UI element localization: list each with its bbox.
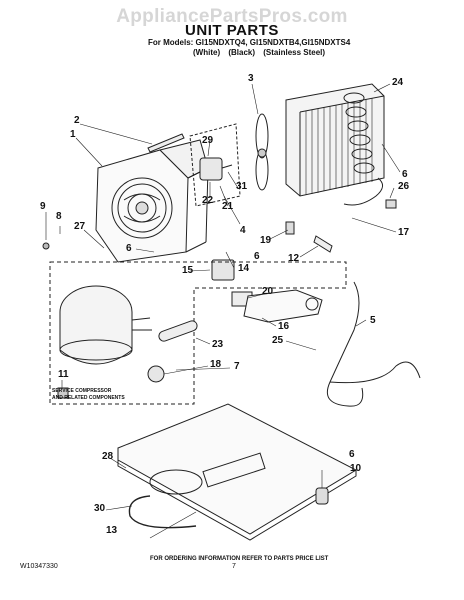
model-colors: (White) (Black) (Stainless Steel) (193, 48, 331, 57)
callout-6-shroud: 6 (126, 243, 132, 254)
callout-9: 9 (40, 201, 46, 212)
callout-25: 25 (272, 335, 284, 346)
plug-19 (285, 221, 295, 235)
callout-10: 10 (350, 463, 362, 474)
relay-15 (211, 259, 235, 281)
callout-8: 8 (56, 211, 62, 222)
callout-18: 18 (210, 359, 222, 370)
condenser-harness (343, 177, 383, 206)
grommet-11 (57, 387, 69, 399)
callout-27: 27 (74, 221, 86, 232)
washer-9 (42, 242, 50, 250)
color-white: (White) (193, 48, 221, 57)
box-label-line-2: AND RELATED COMPONENTS (52, 395, 125, 401)
box-label-line-1: SERVICE COMPRESSOR (52, 388, 112, 394)
callout-17: 17 (398, 227, 410, 238)
clip-10 (315, 487, 329, 505)
callout-6-base: 6 (349, 449, 355, 460)
ordering-note: FOR ORDERING INFORMATION REFER TO PARTS … (150, 556, 329, 562)
page-number: 7 (232, 563, 236, 570)
callout-24: 24 (392, 77, 404, 88)
condenser (285, 83, 385, 197)
fan-shroud (95, 139, 209, 263)
callout-2: 2 (74, 115, 80, 126)
service-compressor-box (49, 261, 347, 405)
overload-assembly (231, 289, 323, 323)
filter-drier (158, 320, 198, 342)
fan-motor-assembly (189, 123, 241, 207)
condenser-fins (305, 98, 373, 195)
callout-22: 22 (202, 195, 214, 206)
callout-15: 15 (182, 265, 194, 276)
callout-11: 11 (58, 369, 69, 380)
callout-1: 1 (70, 129, 76, 140)
callout-21: 21 (222, 201, 234, 212)
callout-20: 20 (262, 286, 274, 297)
callout-7: 7 (234, 361, 240, 372)
start-relay-18 (147, 365, 165, 383)
callout-13: 13 (106, 525, 118, 536)
callout-19: 19 (260, 235, 272, 246)
fan-blade (255, 113, 269, 191)
callout-29: 29 (202, 135, 214, 146)
thermistor-26 (385, 199, 397, 209)
base-plate (117, 403, 358, 541)
bracket-12 (313, 235, 333, 253)
callout-23: 23 (212, 339, 224, 350)
callout-16: 16 (278, 321, 290, 332)
callout-12: 12 (288, 253, 300, 264)
color-black: (Black) (228, 48, 256, 57)
callout-4: 4 (240, 225, 246, 236)
watermark: AppliancePartsPros.com (116, 6, 348, 27)
leader-lines (45, 83, 401, 539)
callout-5: 5 (370, 315, 376, 326)
color-stainless: (Stainless Steel) (263, 48, 326, 57)
compressor (59, 285, 152, 365)
callout-6-condenser: 6 (402, 169, 408, 180)
callout-14: 14 (238, 263, 250, 274)
seal-strip (147, 133, 185, 153)
tubing-30 (128, 495, 197, 529)
models-line: For Models: GI15NDXTQ4, GI15NDXTB4,GI15N… (148, 38, 351, 47)
callout-26: 26 (398, 181, 410, 192)
document-number: W10347330 (20, 563, 58, 570)
page-title: UNIT PARTS (185, 22, 279, 39)
main-harness (326, 281, 421, 407)
callout-6-mid: 6 (254, 251, 260, 262)
callout-3: 3 (248, 73, 254, 84)
callout-31: 31 (236, 181, 248, 192)
callout-28: 28 (102, 451, 114, 462)
callout-30: 30 (94, 503, 106, 514)
condenser-coil-ends (343, 92, 375, 174)
